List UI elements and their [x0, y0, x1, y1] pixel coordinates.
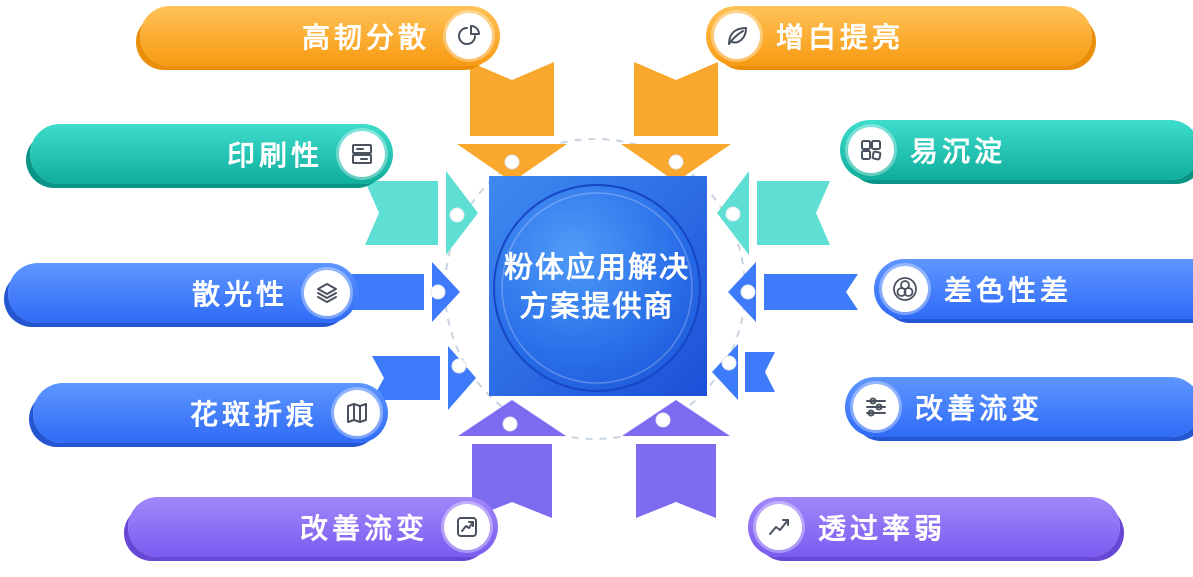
- arrow-bottom-right: [622, 400, 730, 518]
- pill-right-5: 透过率弱: [748, 497, 1120, 557]
- pill-left-1-label: 高韧分散: [301, 22, 430, 53]
- pill-left-5-label: 改善流变: [299, 513, 428, 544]
- orbit-node-dots: [430, 154, 756, 432]
- pill-right-4-label: 改善流变: [915, 393, 1044, 424]
- pill-right-1: 增白提亮: [706, 6, 1092, 66]
- puzzle-icon: [848, 127, 894, 173]
- pill-right-4: 改善流变: [845, 377, 1193, 437]
- pill-right-3: 差色性差: [874, 259, 1193, 319]
- pill-left-2-label: 印刷性: [226, 140, 323, 171]
- pill-left-3-label: 散光性: [191, 279, 288, 310]
- arrow-lower-right: [712, 344, 775, 400]
- pill-left-5: 改善流变: [128, 497, 498, 557]
- pie-chart-icon: [446, 13, 492, 59]
- layers-icon: [304, 270, 350, 316]
- center-circle: [493, 184, 701, 392]
- trend-arrow-icon: [444, 504, 490, 550]
- arrow-lower-left: [372, 346, 476, 410]
- map-icon: [334, 390, 380, 436]
- center-title: 粉体应用解决 方案提供商: [487, 249, 707, 327]
- pill-right-2-label: 易沉淀: [910, 136, 1007, 167]
- pill-left-1: 高韧分散: [140, 6, 500, 66]
- sliders-icon: [853, 384, 899, 430]
- pill-left-3: 散光性: [8, 263, 358, 323]
- center-circle-inner-ring: [501, 192, 693, 384]
- pill-left-4-label: 花斑折痕: [189, 399, 318, 430]
- pill-right-1-label: 增白提亮: [776, 22, 905, 53]
- color-circles-icon: [882, 266, 928, 312]
- leaf-icon: [714, 13, 760, 59]
- line-chart-icon: [756, 504, 802, 550]
- pill-left-2: 印刷性: [30, 124, 393, 184]
- printer-icon: [339, 131, 385, 177]
- center-title-line2: 方案提供商: [519, 291, 675, 323]
- pill-right-2: 易沉淀: [840, 120, 1193, 180]
- pill-right-5-label: 透过率弱: [818, 513, 947, 544]
- pill-right-3-label: 差色性差: [944, 275, 1073, 306]
- pill-left-4: 花斑折痕: [33, 383, 388, 443]
- center-title-line1: 粉体应用解决: [503, 252, 690, 284]
